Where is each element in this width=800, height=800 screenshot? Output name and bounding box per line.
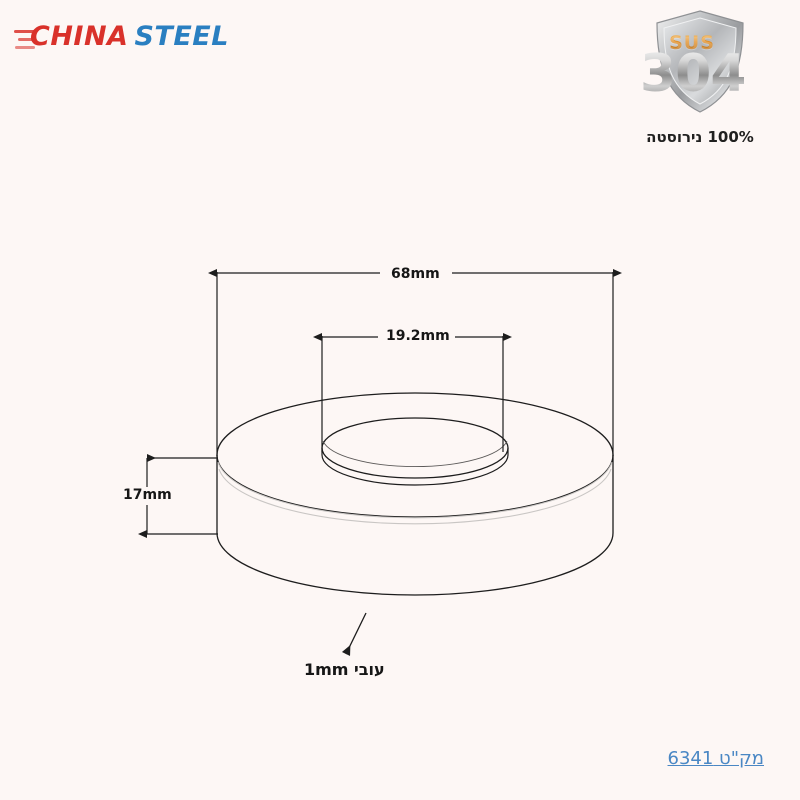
thickness-leader-line — [341, 612, 367, 656]
washer-rim-lower-arc2 — [218, 468, 612, 525]
dimension-label-inner-diameter: 19.2mm — [381, 328, 455, 344]
hole-bottom-arc — [321, 454, 509, 486]
dimension-outer-diameter — [208, 269, 622, 456]
dimension-label-outer-diameter: 68mm — [386, 266, 445, 282]
logo-speed-streak-icon — [14, 30, 36, 33]
logo-speed-streak-icon — [18, 38, 34, 41]
washer-bottom-arc — [216, 532, 614, 596]
dimension-label-height: 17mm — [118, 487, 177, 503]
shield-icon — [654, 10, 746, 114]
badge-caption: 100% נירוסטה — [646, 128, 754, 146]
washer-body — [216, 392, 614, 596]
sus-304-badge: SUS 304 100% נירוסטה — [640, 10, 754, 150]
dimension-height — [138, 454, 218, 538]
dimension-label-thickness: עובי 1mm — [300, 662, 389, 678]
washer-top-outer-ellipse — [216, 392, 614, 518]
brand-name-part1: CHINA — [30, 21, 129, 52]
sku-link[interactable]: מק"ט 6341 — [667, 748, 764, 769]
washer-top-plate-rim — [217, 461, 613, 525]
hole-top-ellipse — [321, 417, 509, 479]
washer-inner-hole — [321, 417, 509, 486]
dimension-inner-diameter — [313, 333, 512, 452]
badge-grade-number: 304 — [640, 44, 747, 104]
washer-rim-lower-arc — [217, 461, 613, 519]
hole-inner-chamfer-arc — [322, 440, 508, 468]
leader-thickness — [341, 612, 367, 656]
logo-speed-streak-icon — [15, 46, 35, 49]
brand-name-part2: STEEL — [134, 21, 229, 52]
badge-standard-prefix: SUS — [646, 32, 738, 54]
